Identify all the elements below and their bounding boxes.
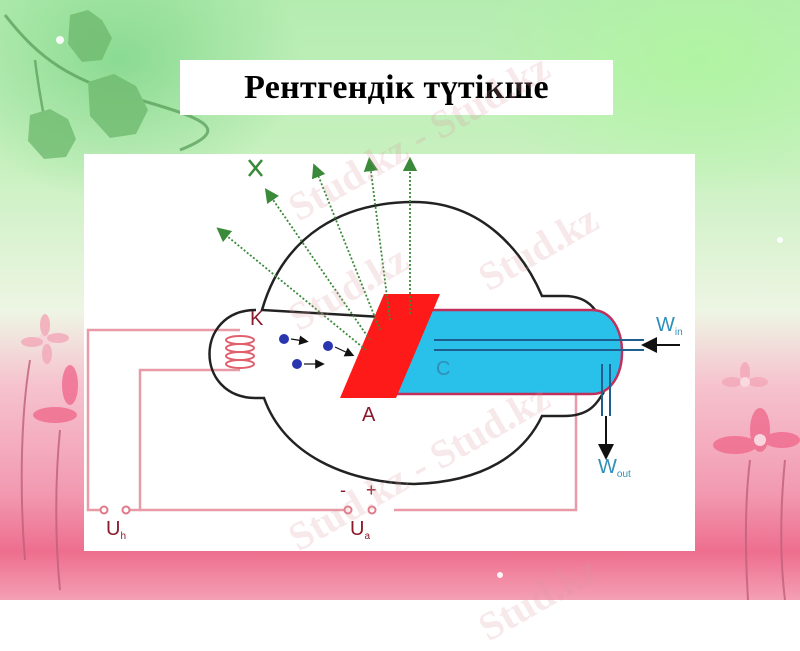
water-out-subscript: out <box>616 469 631 480</box>
xray-x-icon <box>248 159 263 177</box>
sparkle-icon <box>56 36 783 578</box>
anode-target <box>340 294 440 398</box>
decorative-background-art <box>3 10 800 600</box>
xray-tube-drawing <box>86 156 680 515</box>
electrons <box>279 334 355 369</box>
coolant-pipe-in <box>434 339 644 351</box>
glass-envelope <box>208 200 606 486</box>
flower-left-icon <box>20 314 78 591</box>
water-in-label: Win <box>656 314 683 338</box>
plus-sign: + <box>366 480 377 500</box>
title-box: Рентгендік түтікше <box>180 60 613 115</box>
xray-tube-diagram: K A C Win Wout Uh - + Ua <box>84 154 695 551</box>
coolant-pipe-out <box>601 364 611 416</box>
leaf-vine-icon <box>3 10 210 159</box>
coolant-label: C <box>436 358 451 380</box>
water-out-symbol: W <box>598 456 617 478</box>
accel-voltage-subscript: a <box>364 531 371 542</box>
xray-beams <box>216 156 418 351</box>
heater-voltage-label: Uh <box>106 518 126 542</box>
heater-voltage-symbol: U <box>106 518 121 540</box>
accel-voltage-label: Ua <box>350 518 370 542</box>
minus-sign: - <box>340 480 346 500</box>
water-out-label: Wout <box>598 456 631 480</box>
flower-right-icon <box>713 362 800 600</box>
cathode-coil <box>225 335 255 369</box>
water-in-subscript: in <box>674 327 683 338</box>
slide-title: Рентгендік түтікше <box>244 68 549 106</box>
coolant-rod <box>380 308 624 396</box>
accel-voltage-symbol: U <box>350 518 365 540</box>
anode-label: A <box>362 404 376 426</box>
terminal-circles <box>99 505 377 515</box>
water-in-symbol: W <box>656 314 675 336</box>
cathode-label: K <box>250 308 264 330</box>
circuit-wires <box>86 328 578 512</box>
heater-voltage-subscript: h <box>120 531 127 542</box>
